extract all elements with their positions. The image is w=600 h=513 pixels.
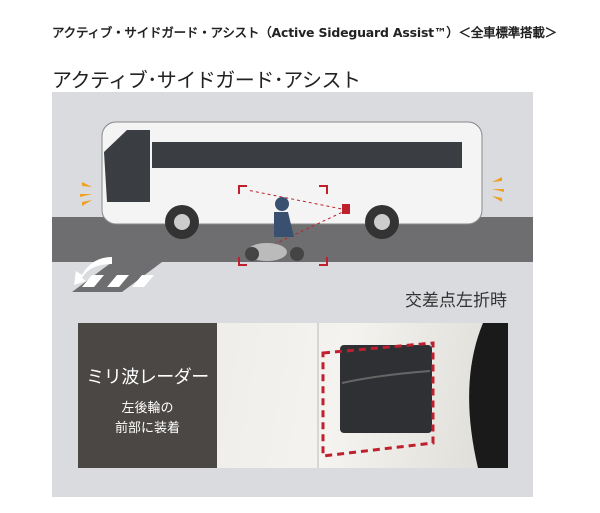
radar-closeup [317, 323, 508, 468]
radar-location-line2: 前部に装着 [114, 421, 180, 436]
bus-illustration [52, 121, 533, 292]
radar-unit [340, 345, 432, 433]
radar-photo: ミリ波レーダー 左後輪の 前部に装着 [78, 323, 508, 468]
crosswalk [82, 275, 154, 287]
radar-highlight [321, 341, 435, 458]
scene-caption: 交差点左折時 [405, 291, 507, 311]
wheel-arch [469, 323, 508, 468]
radar-sensor [342, 204, 350, 214]
page-title: アクティブ･サイドガード･アシスト [52, 68, 361, 92]
radar-location-line1: 左後輪の [121, 401, 174, 416]
radar-label-box: ミリ波レーダー 左後輪の 前部に装着 [78, 323, 217, 468]
warning-light-front [80, 182, 92, 206]
bus-body [101, 121, 483, 225]
bus-windows [152, 142, 462, 168]
illustration-panel: 交差点左折時 ミリ波レーダー 左後輪の 前部に装着 [52, 92, 533, 497]
motorcycle-rider [245, 197, 304, 261]
header-text: アクティブ・サイドガード・アシスト（Active Sideguard Assis… [52, 25, 557, 40]
warning-light-rear [492, 177, 504, 202]
radar-title: ミリ波レーダー [86, 367, 209, 388]
turn-arrow-icon [74, 257, 112, 285]
